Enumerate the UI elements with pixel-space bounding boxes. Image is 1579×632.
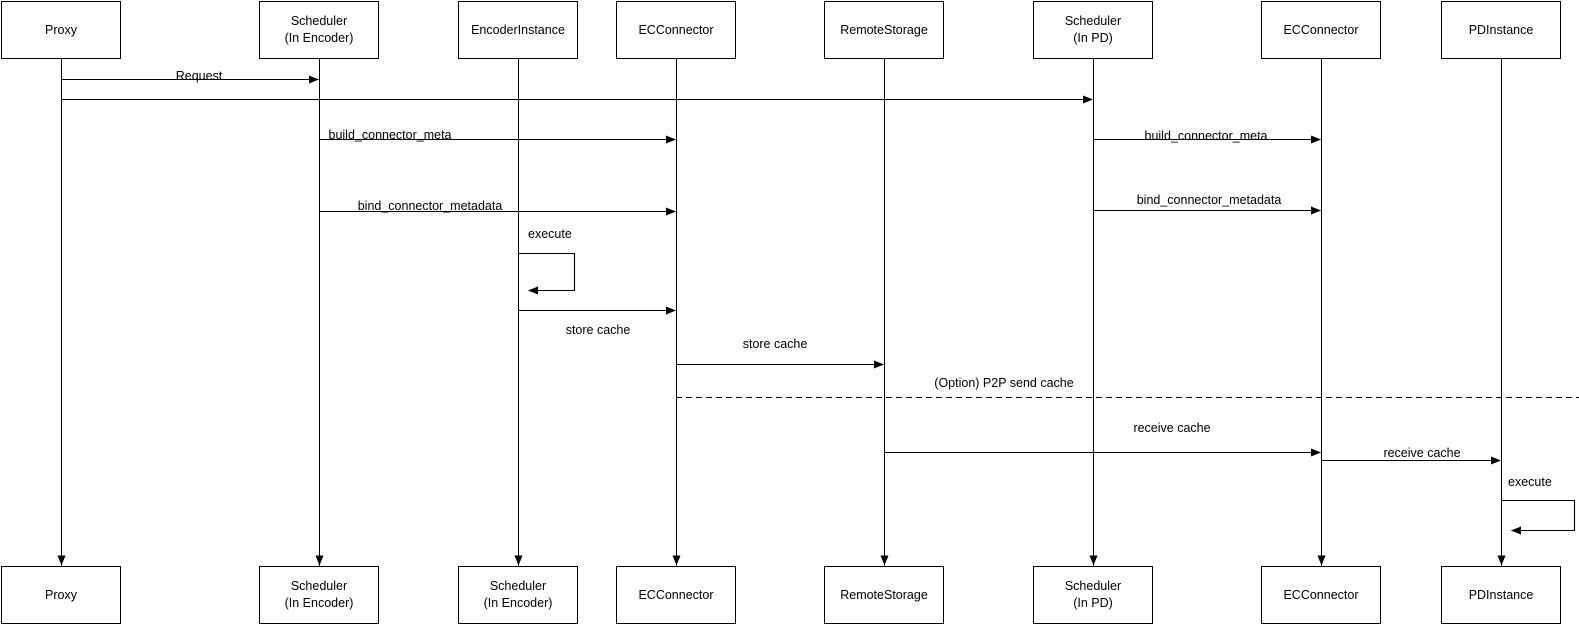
message-label-m4: build_connector_meta	[1144, 129, 1268, 143]
participant-box-top-sched_pd: Scheduler (In PD)	[1033, 1, 1153, 59]
participant-subtitle: (In PD)	[1073, 596, 1113, 610]
participant-name: Proxy	[45, 22, 77, 37]
message-label-m5: bind_connector_metadata	[357, 199, 503, 213]
self-call-s2	[1501, 499, 1576, 535]
message-label-m9: receive cache	[1133, 421, 1211, 435]
participant-box-top-ecconn_enc: ECConnector	[616, 1, 736, 59]
participant-name: RemoteStorage	[840, 22, 928, 37]
message-arrow-group	[61, 75, 1501, 465]
participant-name: ECConnector	[638, 22, 714, 37]
participant-box-bottom-pd_inst: PDInstance	[1441, 566, 1561, 624]
self-call-label-s2: execute	[1508, 475, 1552, 489]
participant-box-top-sched_enc: Scheduler (In Encoder)	[259, 1, 379, 59]
participant-name: ECConnector	[1283, 22, 1359, 37]
participant-subtitle: (In PD)	[1073, 31, 1113, 45]
separator-label-p2p: (Option) P2P send cache	[934, 376, 1074, 390]
message-label-m10: receive cache	[1383, 446, 1461, 460]
message-label-m1: Request	[175, 69, 223, 83]
participant-name: ECConnector	[638, 587, 714, 602]
participant-box-top-enc_inst: EncoderInstance	[458, 1, 578, 59]
message-label-m6: bind_connector_metadata	[1136, 193, 1282, 207]
participant-name: PDInstance	[1468, 587, 1534, 602]
participant-box-bottom-ecconn_enc: ECConnector	[616, 566, 736, 624]
participant-box-bottom-proxy: Proxy	[1, 566, 121, 624]
participant-box-top-pd_inst: PDInstance	[1441, 1, 1561, 59]
message-label-m3: build_connector_meta	[328, 128, 452, 142]
participant-box-bottom-enc_inst: Scheduler (In Encoder)	[458, 566, 578, 624]
participant-name: Scheduler	[290, 14, 348, 29]
message-label-m7: store cache	[565, 323, 631, 337]
lifeline-group	[57, 59, 1506, 566]
participant-box-top-remote: RemoteStorage	[824, 1, 944, 59]
participant-box-bottom-sched_pd: Scheduler (In PD)	[1033, 566, 1153, 624]
participant-name: Proxy	[45, 587, 77, 602]
self-call-label-s1: execute	[528, 227, 572, 241]
participant-subtitle: (In Encoder)	[483, 596, 553, 610]
participant-name: Scheduler	[1064, 579, 1122, 594]
participant-name: EncoderInstance	[471, 22, 565, 37]
participant-name: RemoteStorage	[840, 587, 928, 602]
participant-box-bottom-ecconn_pd: ECConnector	[1261, 566, 1381, 624]
participant-subtitle: (In Encoder)	[284, 31, 354, 45]
message-label-m8: store cache	[742, 337, 808, 351]
participant-name: PDInstance	[1468, 22, 1534, 37]
participant-box-bottom-remote: RemoteStorage	[824, 566, 944, 624]
participant-name: Scheduler	[489, 579, 547, 594]
self-call-s1	[518, 252, 576, 295]
participant-subtitle: (In Encoder)	[284, 596, 354, 610]
participant-name: Scheduler	[290, 579, 348, 594]
self-call-group	[518, 252, 1576, 535]
participant-box-top-proxy: Proxy	[1, 1, 121, 59]
participant-box-bottom-sched_enc: Scheduler (In Encoder)	[259, 566, 379, 624]
participant-name: ECConnector	[1283, 587, 1359, 602]
participant-name: Scheduler	[1064, 14, 1122, 29]
participant-box-top-ecconn_pd: ECConnector	[1261, 1, 1381, 59]
